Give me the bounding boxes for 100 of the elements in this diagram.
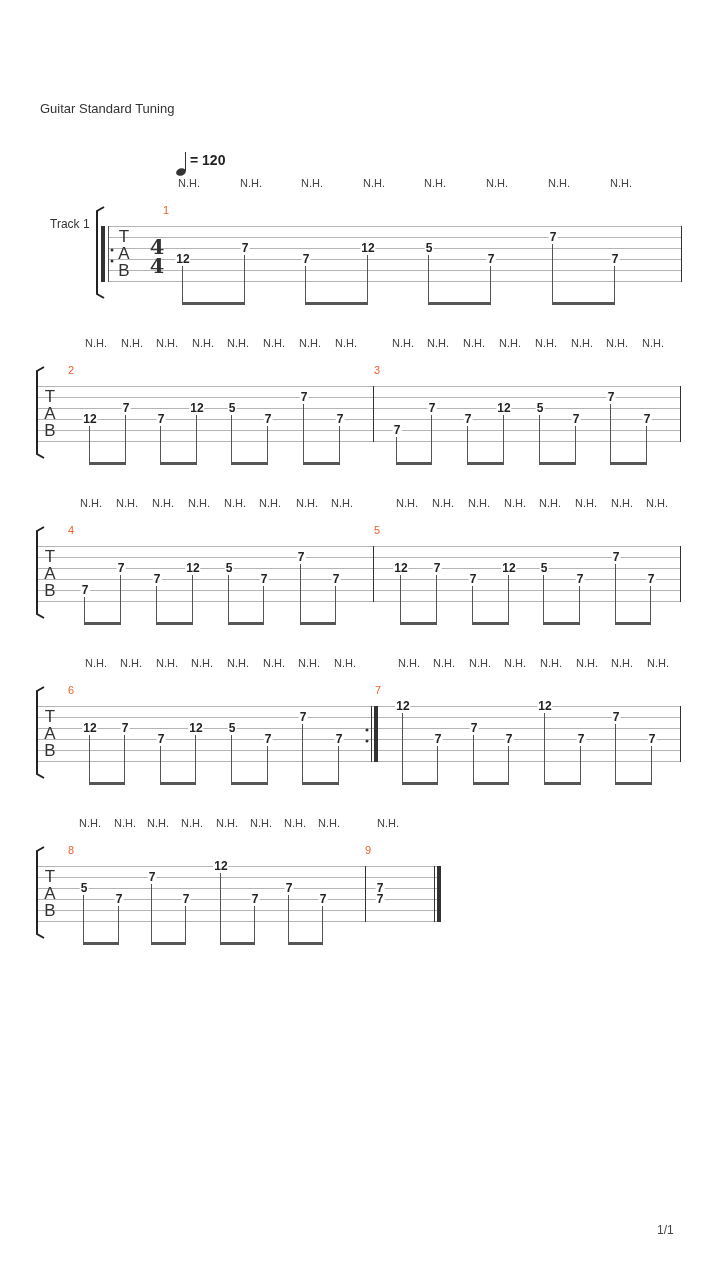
harmonic-marking: N.H. xyxy=(250,818,272,829)
fret-number: 7 xyxy=(427,402,437,414)
harmonic-marking: N.H. xyxy=(486,178,508,189)
harmonic-marking: N.H. xyxy=(539,498,561,509)
measure-number: 7 xyxy=(374,685,382,696)
harmonic-marking: N.H. xyxy=(79,818,101,829)
harmonic-marking: N.H. xyxy=(181,818,203,829)
fret-number: 5 xyxy=(227,402,237,414)
fret-number: 7 xyxy=(263,733,273,745)
fret-number: 5 xyxy=(224,562,234,574)
harmonic-marking: N.H. xyxy=(647,658,669,669)
harmonic-marking: N.H. xyxy=(363,178,385,189)
harmonic-marking: N.H. xyxy=(224,498,246,509)
fret-number: 7 xyxy=(156,413,166,425)
harmonic-marking: N.H. xyxy=(114,818,136,829)
measure-number: 5 xyxy=(373,525,381,536)
harmonic-marking: N.H. xyxy=(463,338,485,349)
fret-number: 12 xyxy=(82,413,98,425)
harmonic-marking: N.H. xyxy=(334,658,356,669)
harmonic-marking: N.H. xyxy=(535,338,557,349)
harmonic-marking: N.H. xyxy=(335,338,357,349)
tab-clef-letter: A xyxy=(44,884,56,902)
fret-number: 7 xyxy=(468,573,478,585)
tempo-marking: = 120 xyxy=(190,153,226,167)
harmonic-marking: N.H. xyxy=(571,338,593,349)
fret-number: 7 xyxy=(263,413,273,425)
fret-number: 7 xyxy=(80,584,90,596)
fret-number: 12 xyxy=(393,562,409,574)
fret-number: 12 xyxy=(82,722,98,734)
tab-clef-letter: A xyxy=(44,564,56,582)
harmonic-marking: N.H. xyxy=(188,498,210,509)
fret-number: 7 xyxy=(116,562,126,574)
fret-number: 7 xyxy=(611,551,621,563)
harmonic-marking: N.H. xyxy=(575,498,597,509)
fret-number: 7 xyxy=(433,733,443,745)
fret-number: 7 xyxy=(284,882,294,894)
fret-number: 12 xyxy=(395,700,411,712)
harmonic-marking: N.H. xyxy=(263,338,285,349)
tab-clef-letter: T xyxy=(44,547,56,565)
harmonic-marking: N.H. xyxy=(610,178,632,189)
fret-number: 7 xyxy=(611,711,621,723)
harmonic-marking: N.H. xyxy=(469,658,491,669)
measure-number: 8 xyxy=(67,845,75,856)
fret-number: 5 xyxy=(227,722,237,734)
harmonic-marking: N.H. xyxy=(504,658,526,669)
measure-number: 4 xyxy=(67,525,75,536)
fret-number: 7 xyxy=(647,733,657,745)
fret-number: 7 xyxy=(147,871,157,883)
harmonic-marking: N.H. xyxy=(191,658,213,669)
harmonic-marking: N.H. xyxy=(116,498,138,509)
fret-number: 7 xyxy=(181,893,191,905)
fret-number: 7 xyxy=(646,573,656,585)
fret-number: 7 xyxy=(250,893,260,905)
harmonic-marking: N.H. xyxy=(432,498,454,509)
tab-clef-letter: B xyxy=(44,421,56,439)
fret-number: 7 xyxy=(504,733,514,745)
tab-clef-letter: A xyxy=(44,724,56,742)
fret-number: 12 xyxy=(185,562,201,574)
tab-clef-letter: T xyxy=(44,867,56,885)
fret-number: 7 xyxy=(334,733,344,745)
fret-number: 7 xyxy=(548,231,558,243)
harmonic-marking: N.H. xyxy=(504,498,526,509)
page-number: 1/1 xyxy=(657,1224,674,1236)
harmonic-marking: N.H. xyxy=(548,178,570,189)
harmonic-marking: N.H. xyxy=(642,338,664,349)
tab-clef-letter: T xyxy=(44,387,56,405)
fret-number: 7 xyxy=(301,253,311,265)
time-signature-digit: 4 xyxy=(149,235,165,257)
track-name: Track 1 xyxy=(50,218,90,230)
harmonic-marking: N.H. xyxy=(284,818,306,829)
fret-number: 7 xyxy=(469,722,479,734)
tab-clef-letter: B xyxy=(44,581,56,599)
fret-number: 7 xyxy=(296,551,306,563)
measure-number: 3 xyxy=(373,365,381,376)
fret-number: 5 xyxy=(79,882,89,894)
measure-number: 2 xyxy=(67,365,75,376)
harmonic-marking: N.H. xyxy=(152,498,174,509)
fret-number: 7 xyxy=(240,242,250,254)
fret-number: 7 xyxy=(576,733,586,745)
harmonic-marking: N.H. xyxy=(120,658,142,669)
fret-number: 7 xyxy=(575,573,585,585)
harmonic-marking: N.H. xyxy=(606,338,628,349)
harmonic-marking: N.H. xyxy=(121,338,143,349)
harmonic-marking: N.H. xyxy=(192,338,214,349)
fret-number: 7 xyxy=(114,893,124,905)
measure-number: 1 xyxy=(162,205,170,216)
harmonic-marking: N.H. xyxy=(299,338,321,349)
fret-number: 12 xyxy=(496,402,512,414)
fret-number: 5 xyxy=(424,242,434,254)
harmonic-marking: N.H. xyxy=(227,338,249,349)
fret-number: 12 xyxy=(175,253,191,265)
harmonic-marking: N.H. xyxy=(611,658,633,669)
fret-number: 12 xyxy=(537,700,553,712)
harmonic-marking: N.H. xyxy=(216,818,238,829)
harmonic-marking: N.H. xyxy=(227,658,249,669)
fret-number: 7 xyxy=(120,722,130,734)
fret-number: 5 xyxy=(535,402,545,414)
time-signature-digit: 4 xyxy=(149,254,165,276)
measure-number: 9 xyxy=(364,845,372,856)
fret-number: 7 xyxy=(392,424,402,436)
